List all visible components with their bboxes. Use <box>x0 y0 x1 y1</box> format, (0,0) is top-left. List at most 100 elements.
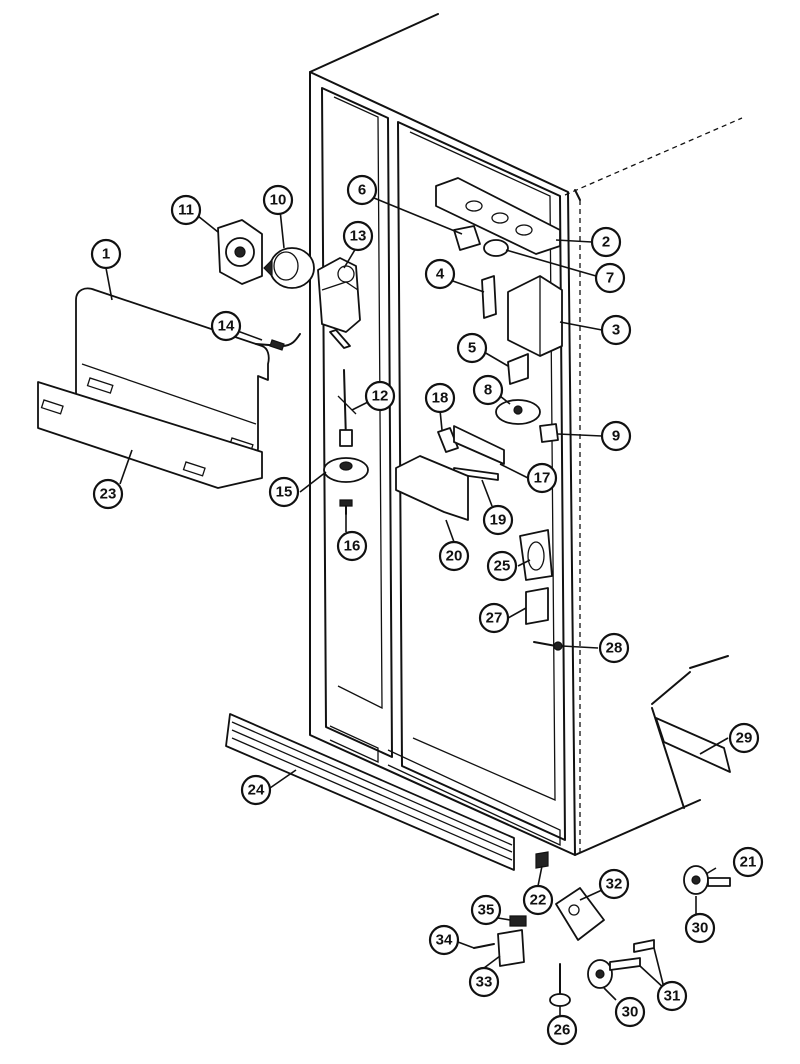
svg-text:14: 14 <box>218 318 235 335</box>
callout-27: 27 <box>478 602 510 634</box>
svg-text:4: 4 <box>436 266 445 283</box>
svg-text:25: 25 <box>494 558 511 575</box>
callout-11: 11 <box>170 194 202 226</box>
callout-23: 23 <box>92 478 124 510</box>
callout-24: 24 <box>240 774 272 806</box>
part-27-hinge-bracket <box>525 587 549 625</box>
svg-text:5: 5 <box>468 340 476 357</box>
svg-text:28: 28 <box>606 640 623 657</box>
part-16-screw <box>339 499 353 515</box>
callout-30-upper: 30 <box>684 912 716 944</box>
part-14-clip <box>255 333 301 351</box>
callout-34: 34 <box>428 924 460 956</box>
callout-32: 32 <box>598 868 630 900</box>
part-21-bolt <box>707 877 731 887</box>
part-4-switch <box>481 275 497 319</box>
svg-text:30: 30 <box>692 920 709 937</box>
svg-text:21: 21 <box>740 854 757 871</box>
part-25-grommet <box>519 529 553 581</box>
part-26-leveling-leg <box>549 963 571 1007</box>
svg-text:10: 10 <box>270 192 287 209</box>
svg-text:30: 30 <box>622 1004 639 1021</box>
part-12-shaft <box>337 369 357 447</box>
svg-text:26: 26 <box>554 1022 571 1039</box>
part-22-leveler <box>535 851 549 869</box>
svg-text:32: 32 <box>606 876 623 893</box>
callout-4: 4 <box>424 258 456 290</box>
part-7-lamp-bulb <box>483 239 509 257</box>
callout-15: 15 <box>268 476 300 508</box>
part-13-housing <box>317 257 361 349</box>
svg-text:24: 24 <box>248 782 265 799</box>
callout-25: 25 <box>486 550 518 582</box>
svg-text:19: 19 <box>490 512 507 529</box>
part-29-hinge <box>651 655 731 809</box>
svg-text:31: 31 <box>664 988 681 1005</box>
svg-text:29: 29 <box>736 730 753 747</box>
refrigerator-cabinet <box>309 13 743 856</box>
part-24-toe-grille <box>225 713 515 871</box>
part-15-disc <box>323 457 369 483</box>
part-20-bracket <box>395 455 469 521</box>
svg-text:22: 22 <box>530 892 547 909</box>
part-10-motor <box>263 247 315 289</box>
callout-29: 29 <box>728 722 760 754</box>
part-9-switch <box>539 423 559 443</box>
part-3-light-cover <box>507 275 563 357</box>
callout-18: 18 <box>424 382 456 414</box>
svg-text:15: 15 <box>276 484 293 501</box>
svg-text:1: 1 <box>102 246 110 263</box>
callout-22: 22 <box>522 884 554 916</box>
part-30-roller-upper <box>683 865 709 895</box>
svg-text:20: 20 <box>446 548 463 565</box>
callout-2: 2 <box>590 226 622 258</box>
svg-text:17: 17 <box>534 470 551 487</box>
callout-33: 33 <box>468 966 500 998</box>
svg-text:6: 6 <box>358 182 366 199</box>
svg-text:11: 11 <box>178 202 194 219</box>
callout-1: 1 <box>90 238 122 270</box>
callout-7: 7 <box>594 262 626 294</box>
part-23-trim-strip <box>37 381 263 489</box>
part-2-bracket <box>435 177 561 255</box>
svg-text:9: 9 <box>612 428 620 445</box>
part-5-thermostat <box>507 353 529 385</box>
callout-6: 6 <box>346 174 378 206</box>
part-11-bracket <box>217 219 263 285</box>
part-28-screw <box>533 641 563 651</box>
callout-19: 19 <box>482 504 514 536</box>
svg-text:18: 18 <box>432 390 449 407</box>
svg-text:35: 35 <box>478 902 495 919</box>
svg-text:27: 27 <box>486 610 503 627</box>
callout-31: 31 <box>656 980 688 1012</box>
svg-text:13: 13 <box>350 228 367 245</box>
part-31-axle <box>609 939 655 971</box>
callout-12: 12 <box>364 380 396 412</box>
callout-9: 9 <box>600 420 632 452</box>
svg-text:7: 7 <box>606 270 614 287</box>
callout-8: 8 <box>472 374 504 406</box>
svg-text:16: 16 <box>344 538 361 555</box>
leader-lines <box>105 197 729 1016</box>
callout-17: 17 <box>526 462 558 494</box>
part-17-channel <box>453 425 505 465</box>
svg-text:3: 3 <box>612 322 620 339</box>
callout-13: 13 <box>342 220 374 252</box>
part-6-lamp-socket <box>453 225 481 251</box>
callout-26: 26 <box>546 1014 578 1046</box>
callout-16: 16 <box>336 530 368 562</box>
callout-28: 28 <box>598 632 630 664</box>
svg-text:2: 2 <box>602 234 610 251</box>
svg-text:12: 12 <box>372 388 389 405</box>
svg-text:8: 8 <box>484 382 492 399</box>
svg-text:23: 23 <box>100 486 117 503</box>
svg-text:34: 34 <box>436 932 453 949</box>
callout-30-lower: 30 <box>614 996 646 1028</box>
svg-text:33: 33 <box>476 974 493 991</box>
part-35-spacer <box>509 915 527 927</box>
part-8-knob <box>495 399 541 425</box>
callout-35: 35 <box>470 894 502 926</box>
part-34-screw <box>473 943 495 949</box>
callout-20: 20 <box>438 540 470 572</box>
